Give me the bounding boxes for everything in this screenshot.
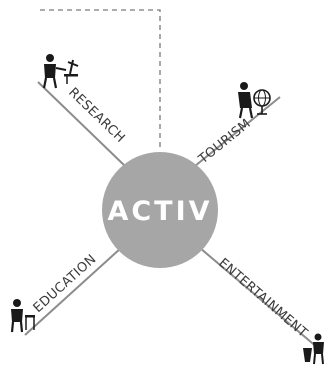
center-label: ACTIV — [107, 196, 212, 227]
person-at-lectern-icon — [303, 333, 324, 365]
research-label: RESEARCH — [65, 85, 127, 146]
tourist-with-globe-icon — [238, 82, 271, 119]
entertainment-label: ENTERTAINMENT — [215, 256, 310, 341]
center-circle — [102, 152, 218, 268]
tourism-branch-line — [194, 96, 281, 167]
education-label: EDUCATION — [31, 252, 100, 316]
education-branch-line — [24, 247, 122, 336]
student-at-desk-icon — [10, 299, 35, 333]
researcher-at-microscope-icon — [42, 54, 79, 89]
dashed-connector — [40, 9, 161, 150]
tourism-label: TOURISM — [195, 116, 253, 167]
research-branch-line — [37, 81, 126, 167]
entertainment-branch-line — [199, 247, 319, 349]
